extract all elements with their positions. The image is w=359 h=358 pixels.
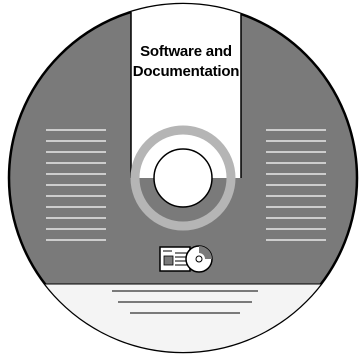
hub-hole <box>153 148 213 208</box>
left-decor-lines <box>46 129 106 241</box>
bottom-decor-lines <box>112 290 258 314</box>
disc-title: Software and Documentation <box>131 42 241 82</box>
hub-ring <box>130 125 236 231</box>
right-decor-lines <box>266 129 326 241</box>
disc-title-line1: Software and <box>140 43 232 60</box>
cd-icon <box>185 245 213 273</box>
disc-title-line2: Documentation <box>132 63 240 80</box>
